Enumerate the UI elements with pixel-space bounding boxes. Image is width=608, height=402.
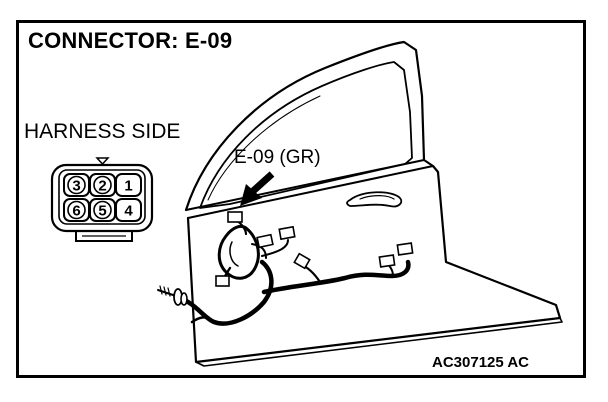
pin-number: 2: [98, 178, 106, 195]
lock-tab-icon: [95, 157, 110, 166]
pin-cell-4: [115, 198, 142, 222]
pin-number: 1: [124, 178, 132, 195]
harness-side-label: HARNESS SIDE: [24, 120, 181, 143]
connector-key: [75, 231, 133, 242]
harness-connector: [396, 242, 414, 256]
door-handle: [346, 191, 403, 208]
connector-inner-shell: [58, 169, 146, 225]
arrow-head-icon: [240, 184, 262, 206]
harness-connector: [215, 275, 230, 287]
figure-code: AC307125 AC: [432, 354, 529, 371]
harness-connector: [293, 252, 311, 270]
door-wiring-harness: [177, 218, 411, 326]
pin-number: 6: [72, 203, 80, 220]
harness-connector: [278, 225, 296, 241]
harness-clip-fastener: [157, 285, 188, 306]
harness-connector: [378, 254, 396, 268]
connector-e09-body: [227, 211, 243, 223]
connector-housing: [50, 163, 154, 233]
pin-number: 5: [98, 203, 106, 220]
pin-cell-1: [115, 173, 142, 197]
connector-face: [50, 157, 154, 242]
pin-number: 3: [72, 178, 80, 195]
callout-arrow: [240, 171, 275, 206]
harness-connector: [256, 233, 274, 249]
connector-callout-label: E-09 (GR): [234, 147, 321, 168]
harness-connectors: [215, 211, 414, 287]
pin-number: 4: [124, 203, 133, 220]
diagram-title: CONNECTOR: E-09: [28, 28, 233, 53]
front-door-illustration: [184, 40, 563, 367]
